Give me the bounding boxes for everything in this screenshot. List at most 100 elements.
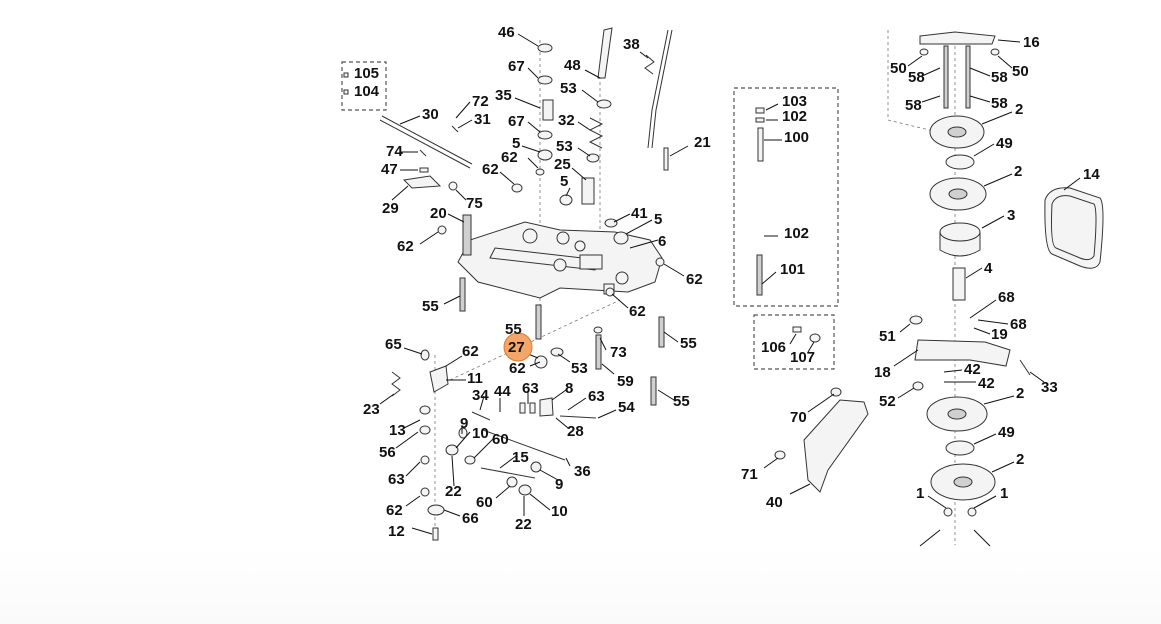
callout-59: 59	[617, 373, 634, 390]
callout-62: 62	[629, 303, 646, 320]
callout-51: 51	[879, 328, 896, 345]
callout-67: 67	[508, 113, 525, 130]
callout-36: 36	[574, 463, 591, 480]
callout-58: 58	[991, 69, 1008, 86]
callout-65: 65	[385, 336, 402, 353]
callout-25: 25	[554, 156, 571, 173]
callout-41: 41	[631, 205, 648, 222]
callout-63: 63	[588, 388, 605, 405]
callout-6: 6	[658, 233, 666, 250]
callout-54: 54	[618, 399, 635, 416]
callout-107: 107	[790, 349, 815, 366]
callout-20: 20	[430, 205, 447, 222]
rods	[379, 27, 764, 479]
callout-22: 22	[445, 483, 462, 500]
callout-73: 73	[610, 344, 627, 361]
callout-103: 103	[782, 93, 807, 110]
callout-2: 2	[1014, 163, 1022, 180]
callout-38: 38	[623, 36, 640, 53]
callout-22: 22	[515, 516, 532, 533]
callout-1: 1	[1000, 485, 1008, 502]
callout-75: 75	[466, 195, 483, 212]
callout-53: 53	[556, 138, 573, 155]
callout-9: 9	[460, 415, 468, 432]
callout-58: 58	[908, 69, 925, 86]
callout-62: 62	[686, 271, 703, 288]
callout-71: 71	[741, 466, 758, 483]
callout-33: 33	[1041, 379, 1058, 396]
callout-16: 16	[1023, 34, 1040, 51]
highlight-marker[interactable]	[503, 332, 533, 362]
detail-box-105-104	[341, 61, 387, 111]
callout-9: 9	[555, 476, 563, 493]
callout-18: 18	[874, 364, 891, 381]
callout-44: 44	[494, 383, 511, 400]
callout-10: 10	[472, 425, 489, 442]
callout-58: 58	[991, 95, 1008, 112]
callout-12: 12	[388, 523, 405, 540]
callout-70: 70	[790, 409, 807, 426]
callout-31: 31	[474, 111, 491, 128]
callout-49: 49	[998, 424, 1015, 441]
callout-46: 46	[498, 24, 515, 41]
detail-box-106-107	[753, 314, 835, 370]
callout-34: 34	[472, 387, 489, 404]
callout-2: 2	[1016, 451, 1024, 468]
callout-21: 21	[694, 134, 711, 151]
pulley-stack	[803, 31, 1104, 517]
callout-27-highlighted[interactable]: 27	[508, 339, 525, 356]
callout-50: 50	[890, 60, 907, 77]
callout-53: 53	[560, 80, 577, 97]
callout-5: 5	[512, 135, 520, 152]
callout-29: 29	[382, 200, 399, 217]
callout-13: 13	[389, 422, 406, 439]
callout-55: 55	[680, 335, 697, 352]
callout-5: 5	[654, 211, 662, 228]
callout-8: 8	[565, 380, 573, 397]
callout-60: 60	[492, 431, 509, 448]
callout-62: 62	[501, 149, 518, 166]
callout-53: 53	[571, 360, 588, 377]
callout-63: 63	[522, 380, 539, 397]
callout-62: 62	[397, 238, 414, 255]
callout-68: 68	[998, 289, 1015, 306]
callout-105: 105	[354, 65, 379, 82]
callout-42: 42	[978, 375, 995, 392]
callout-50: 50	[1012, 63, 1029, 80]
callout-63: 63	[388, 471, 405, 488]
bottom-fade	[0, 548, 1161, 624]
callout-56: 56	[379, 444, 396, 461]
small-parts	[343, 43, 842, 541]
callout-11: 11	[467, 370, 483, 387]
callout-55: 55	[505, 321, 522, 338]
callout-74: 74	[386, 143, 403, 160]
callout-32: 32	[558, 112, 575, 129]
callout-48: 48	[564, 57, 581, 74]
callout-35: 35	[495, 87, 512, 104]
springs	[391, 54, 1031, 421]
callout-101: 101	[780, 261, 805, 278]
callout-23: 23	[363, 401, 380, 418]
callout-1: 1	[916, 485, 924, 502]
callout-5: 5	[560, 173, 568, 190]
callout-72: 72	[472, 93, 489, 110]
detail-box-100-103	[733, 87, 839, 307]
callout-66: 66	[462, 510, 479, 527]
callout-102: 102	[784, 225, 809, 242]
callout-106: 106	[761, 339, 786, 356]
callout-2: 2	[1016, 385, 1024, 402]
callout-40: 40	[766, 494, 783, 511]
callout-62: 62	[462, 343, 479, 360]
callout-47: 47	[381, 161, 398, 178]
callout-28: 28	[567, 423, 584, 440]
callout-3: 3	[1007, 207, 1015, 224]
callout-62: 62	[509, 360, 526, 377]
callout-19: 19	[991, 326, 1008, 343]
callout-30: 30	[422, 106, 439, 123]
callout-62: 62	[386, 502, 403, 519]
callout-62: 62	[482, 161, 499, 178]
callout-60: 60	[476, 494, 493, 511]
callout-104: 104	[354, 83, 380, 100]
callout-68: 68	[1010, 316, 1027, 333]
